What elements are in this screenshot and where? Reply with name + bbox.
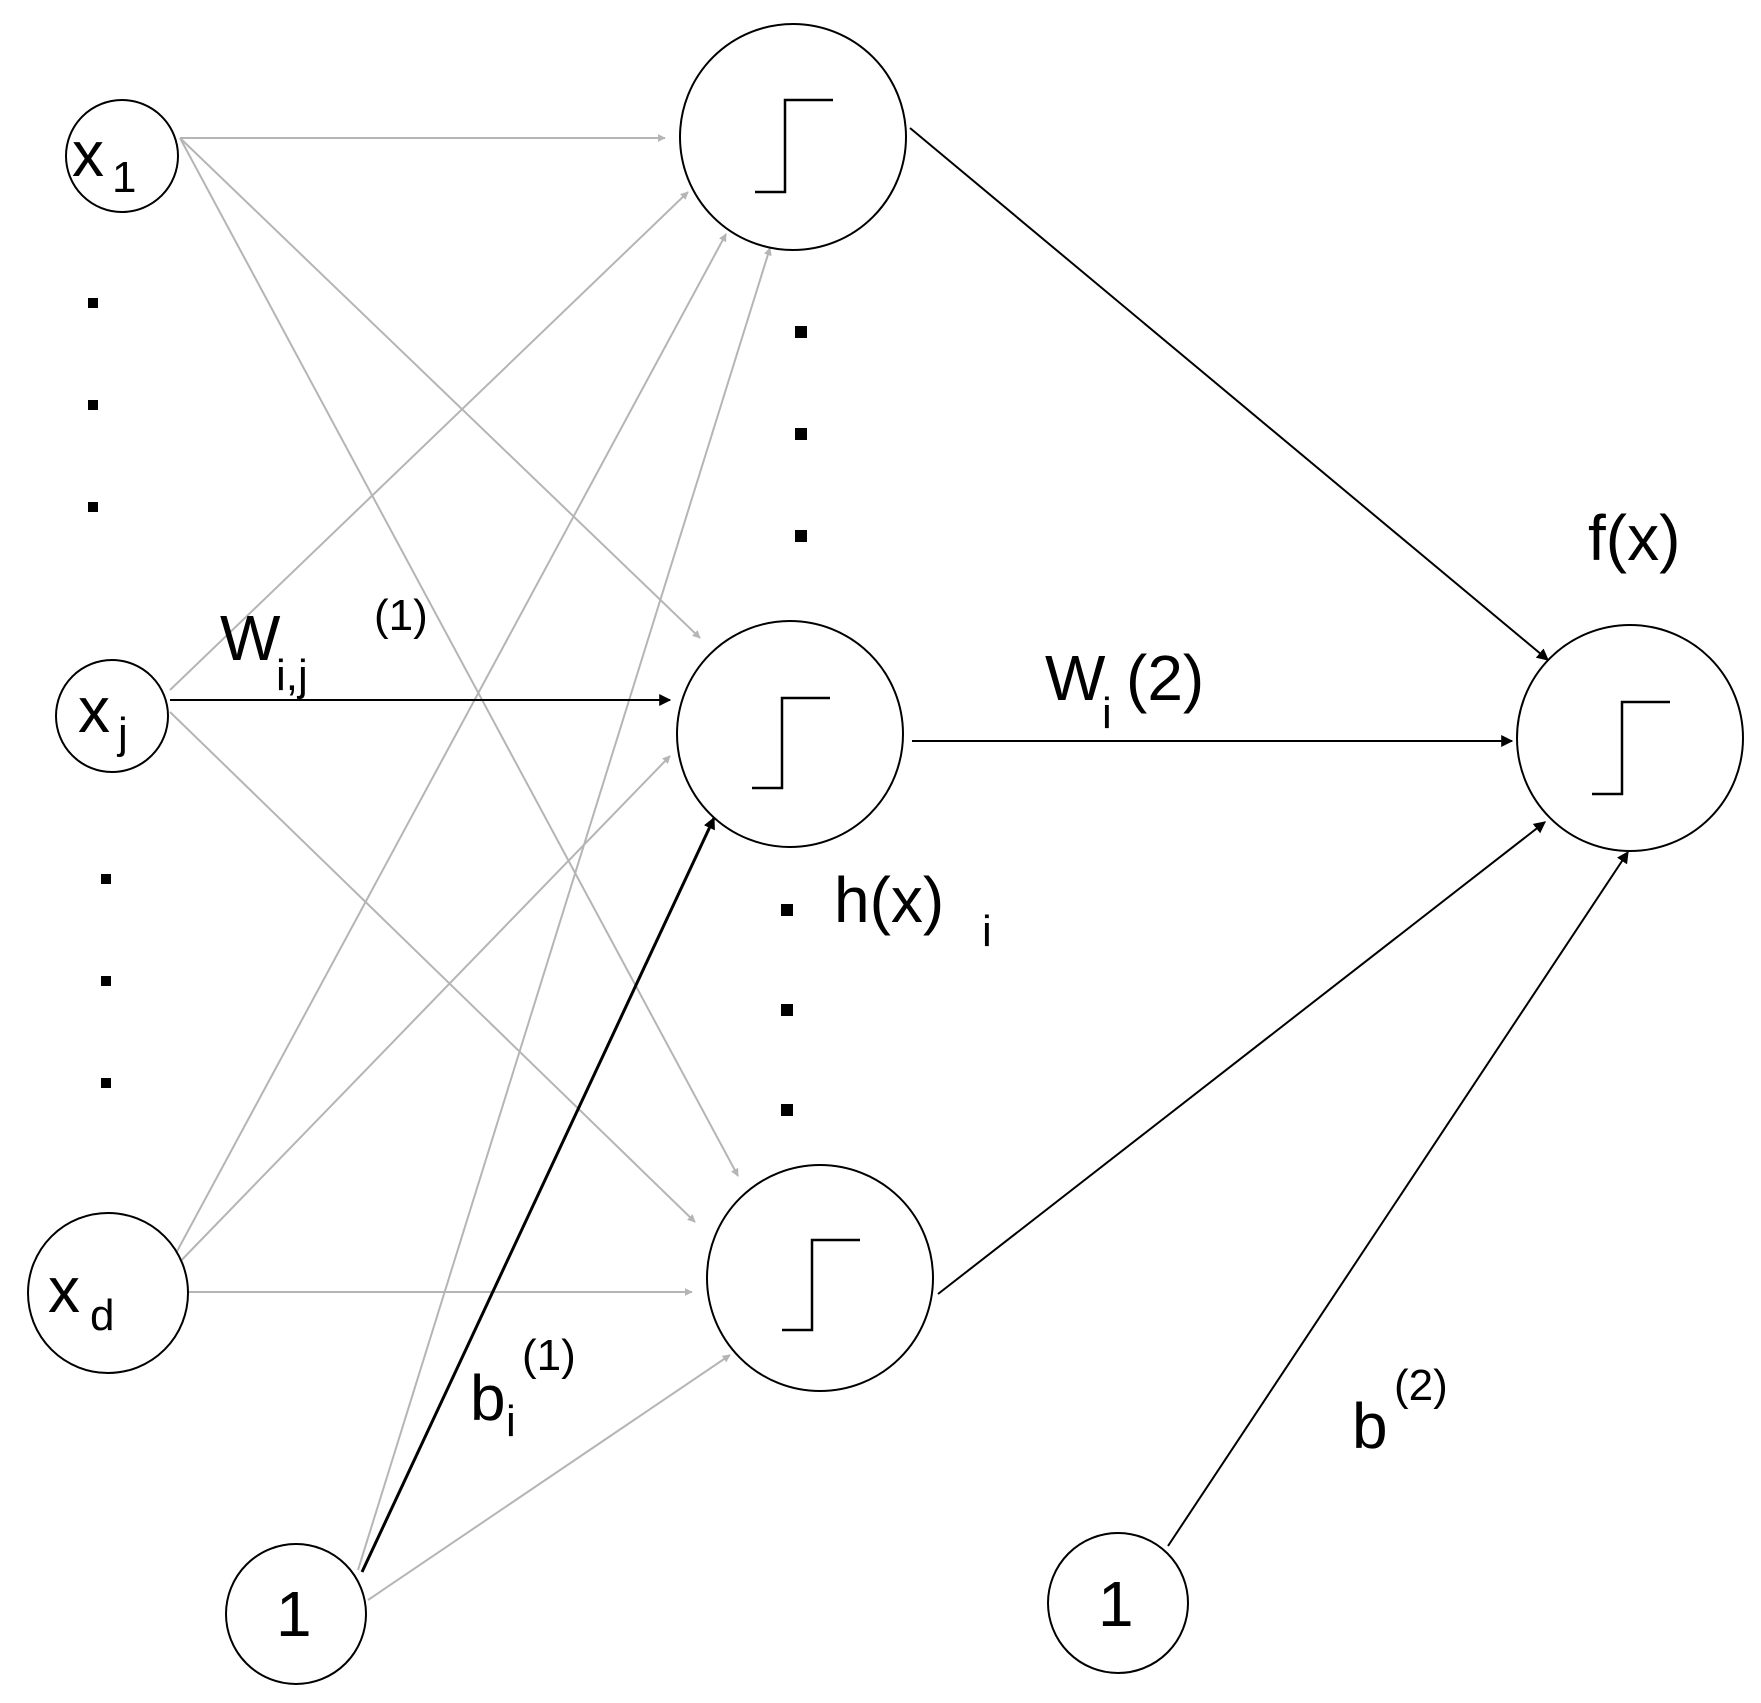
edge-x1-h3 — [179, 137, 739, 1177]
edge-xd-h1 — [167, 233, 727, 1269]
hidden-output-label: h(x) i — [834, 864, 992, 956]
w2-sub: i — [1102, 689, 1112, 738]
weight-label-w2: W i (2) — [1045, 642, 1204, 738]
b1-main: b — [470, 1362, 506, 1434]
output-bias-node: 1 — [1047, 1532, 1189, 1674]
edge-h1-out — [909, 127, 1549, 661]
edge-h3-out — [937, 821, 1546, 1295]
input-edges-gray — [167, 134, 772, 1601]
input-bias-node: 1 — [225, 1543, 367, 1685]
xj-sub: j — [116, 709, 128, 758]
edge-xj-h3 — [169, 711, 696, 1223]
w2-main: W — [1045, 642, 1106, 714]
input-node-x1: x 1 — [65, 99, 179, 213]
bias-input-label: 1 — [276, 1578, 312, 1650]
edge-bias-h2 — [360, 816, 716, 1573]
fx-label: f(x) — [1588, 502, 1680, 574]
output-label: f(x) — [1588, 502, 1680, 574]
b1-sub: i — [506, 1397, 516, 1446]
input-ellipsis — [88, 298, 111, 1088]
sigmoid-icon — [755, 98, 833, 194]
input-layer: x 1 x j x d 1 — [27, 99, 367, 1685]
hidden-ellipsis — [781, 326, 807, 1116]
sigmoid-icon — [782, 1238, 860, 1332]
hidden-layer — [676, 23, 934, 1392]
weight-label-w1: W i,j (1) — [220, 591, 428, 700]
sigmoid-icon — [1592, 700, 1670, 796]
bias-label-b1: b i (1) — [470, 1331, 576, 1446]
hidden-node-2 — [676, 620, 904, 848]
xd-main: x — [48, 1254, 80, 1326]
edge-bias2-out — [1167, 850, 1629, 1547]
x1-main: x — [72, 118, 104, 190]
bias-hidden-label: 1 — [1098, 1568, 1134, 1640]
hidden-node-3 — [706, 1164, 934, 1392]
output-node — [1516, 624, 1744, 852]
input-node-xd: x d — [27, 1212, 189, 1374]
xj-main: x — [78, 674, 110, 746]
hx-main: h(x) — [834, 864, 944, 936]
highlighted-edges — [170, 127, 1629, 1573]
w1-sub: i,j — [276, 651, 308, 700]
x1-sub: 1 — [112, 153, 136, 202]
edge-xd-h2 — [171, 755, 671, 1271]
b2-sup: (2) — [1394, 1361, 1448, 1410]
w1-main: W — [220, 602, 281, 674]
edge-bias-h3 — [367, 1354, 731, 1601]
w1-sup: (1) — [374, 591, 428, 640]
b1-sup: (1) — [522, 1331, 576, 1380]
xd-sub: d — [90, 1291, 114, 1340]
edge-x1-h2 — [179, 137, 701, 639]
b2-main: b — [1352, 1390, 1388, 1462]
edge-bias-h1 — [357, 247, 772, 1571]
edge-xj-h1 — [169, 191, 689, 691]
sigmoid-icon — [752, 696, 830, 790]
hidden-node-1 — [679, 23, 907, 251]
w2-rest: (2) — [1126, 642, 1204, 714]
hx-sub: i — [982, 907, 992, 956]
input-node-xj: x j — [55, 659, 169, 773]
bias-label-b2: b (2) — [1352, 1361, 1448, 1462]
